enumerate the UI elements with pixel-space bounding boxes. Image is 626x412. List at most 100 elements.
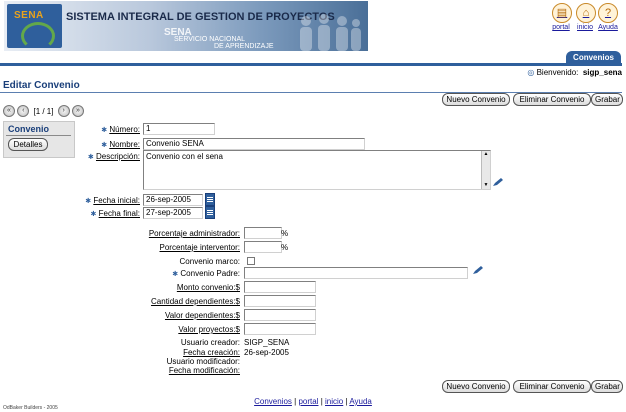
calendar-icon[interactable]	[205, 206, 215, 219]
fecha-creacion-label: Fecha creación:	[183, 348, 240, 357]
new-convenio-button[interactable]: Nuevo Convenio	[442, 93, 510, 106]
numero-label: ✱ Número:	[101, 125, 140, 134]
prev-record-icon[interactable]: ‹	[17, 105, 30, 117]
logo-figure-icon	[21, 22, 55, 50]
convenio-padre-input[interactable]	[244, 267, 468, 279]
descripcion-textarea[interactable]: Convenio con el sena ▲ ▼	[143, 150, 491, 190]
textarea-scrollbar[interactable]: ▲ ▼	[481, 151, 490, 189]
percent-unit: %	[281, 229, 289, 238]
sub-brand: SENA	[164, 27, 192, 38]
details-button[interactable]: Detalles	[8, 138, 48, 151]
porcentaje-admin-label: Porcentaje administrador:	[148, 229, 240, 238]
sub-line-1: SERVICIO NACIONAL	[174, 36, 246, 43]
sena-logo: SENA	[7, 4, 62, 50]
new-convenio-button-bottom[interactable]: Nuevo Convenio	[442, 380, 510, 393]
scroll-down-icon: ▼	[483, 182, 489, 188]
percent-unit: %	[281, 243, 289, 252]
next-record-icon[interactable]: ›	[57, 105, 70, 117]
calendar-icon[interactable]	[205, 193, 215, 206]
fecha-creacion-value: 26-sep-2005	[244, 348, 289, 357]
help-icon: ?	[598, 3, 618, 23]
welcome-label: Bienvenido:	[536, 68, 579, 77]
home-icon: ⌂	[576, 3, 596, 23]
sub-line-2: DE APRENDIZAJE	[214, 43, 274, 50]
header-banner: SENA SISTEMA INTEGRAL DE GESTION DE PROY…	[4, 1, 368, 51]
porcentaje-interv-label: Porcentaje interventor:	[159, 243, 241, 252]
convenio-padre-label: ✱ Convenio Padre:	[172, 269, 240, 278]
details-label: Detalles	[13, 140, 43, 149]
user-icon: ◎	[527, 68, 535, 77]
last-record-icon[interactable]: »	[71, 105, 84, 117]
edit-pencil-icon[interactable]	[492, 177, 504, 187]
valor-proyectos-input[interactable]	[244, 323, 316, 335]
nombre-input[interactable]: Convenio SENA	[143, 138, 365, 150]
fecha-final-input[interactable]: 27-sep-2005	[143, 207, 203, 219]
top-link-inicio[interactable]: ⌂ inicio	[576, 3, 596, 31]
footer-link-portal[interactable]: portal	[298, 397, 319, 406]
numero-input[interactable]: 1	[143, 123, 215, 135]
fecha-modificacion-label: Fecha modificación:	[168, 366, 240, 375]
cantidad-dependientes-input[interactable]	[244, 295, 316, 307]
cantidad-dependientes-label: Cantidad dependientes:$	[151, 297, 240, 306]
delete-convenio-button[interactable]: Eliminar Convenio	[513, 93, 591, 106]
save-label: Grabar	[595, 95, 620, 104]
usuario-modificador-label: Usuario modificador:	[166, 357, 240, 366]
usuario-creador-value: SIGP_SENA	[244, 338, 290, 347]
descripcion-label: ✱ Descripción:	[87, 152, 140, 161]
new-convenio-label: Nuevo Convenio	[446, 95, 506, 104]
fecha-final-label: ✱ Fecha final:	[90, 209, 140, 218]
fecha-inicial-label: ✱ Fecha inicial:	[85, 196, 140, 205]
username: sigp_sena	[582, 68, 622, 77]
convenio-marco-label: Convenio marco:	[179, 257, 240, 266]
scroll-up-icon: ▲	[483, 151, 489, 157]
top-link-ayuda[interactable]: ? Ayuda	[598, 3, 618, 31]
valor-dependientes-input[interactable]	[244, 309, 316, 321]
footer-credit: OdBaker Builders - 2005	[3, 405, 58, 411]
footer-separator: |	[294, 397, 297, 406]
side-divider	[6, 135, 71, 136]
first-record-icon[interactable]: «	[3, 105, 15, 117]
porcentaje-interv-input[interactable]	[244, 241, 282, 253]
record-navigator: « ‹ [1 / 1] › »	[3, 105, 84, 117]
save-button[interactable]: Grabar	[591, 93, 623, 106]
record-position: [1 / 1]	[33, 106, 54, 116]
delete-convenio-label: Eliminar Convenio	[519, 382, 585, 391]
footer-separator: |	[320, 397, 323, 406]
footer-links: Convenios | portal | inicio | Ayuda	[0, 397, 626, 406]
footer-separator: |	[345, 397, 348, 406]
nombre-label: ✱ Nombre:	[101, 140, 140, 149]
fecha-inicial-input[interactable]: 26-sep-2005	[143, 194, 203, 206]
app-title: SISTEMA INTEGRAL DE GESTION DE PROYECTOS	[66, 11, 335, 23]
top-link-label: portal	[552, 24, 570, 31]
footer-link-convenios[interactable]: Convenios	[254, 397, 292, 406]
tab-convenios[interactable]: Convenios	[566, 51, 621, 63]
footer-link-ayuda[interactable]: Ayuda	[349, 397, 372, 406]
edit-pencil-icon[interactable]	[472, 265, 484, 275]
top-link-portal[interactable]: ▤ portal	[552, 3, 572, 31]
side-panel: Convenio Detalles	[3, 121, 75, 158]
descripcion-value: Convenio con el sena	[146, 152, 223, 161]
monto-input[interactable]	[244, 281, 316, 293]
top-link-label: Ayuda	[598, 24, 618, 31]
logo-text: SENA	[14, 10, 44, 21]
new-convenio-label: Nuevo Convenio	[446, 382, 506, 391]
welcome-area: ◎ Bienvenido: sigp_sena	[527, 68, 622, 77]
top-link-label: inicio	[577, 24, 593, 31]
porcentaje-admin-input[interactable]	[244, 227, 282, 239]
delete-convenio-label: Eliminar Convenio	[519, 95, 585, 104]
save-button-bottom[interactable]: Grabar	[591, 380, 623, 393]
usuario-creador-label: Usuario creador:	[180, 338, 240, 347]
title-divider	[0, 92, 622, 93]
side-panel-title: Convenio	[8, 124, 50, 134]
people-silhouette-icon	[300, 14, 361, 51]
valor-proyectos-label: Valor proyectos:$	[178, 325, 240, 334]
page-title: Editar Convenio	[3, 80, 80, 91]
tab-bar-line	[0, 63, 622, 66]
monto-label: Monto convenio:$	[176, 283, 240, 292]
footer-link-inicio[interactable]: inicio	[325, 397, 344, 406]
save-label: Grabar	[595, 382, 620, 391]
book-icon: ▤	[552, 3, 572, 23]
delete-convenio-button-bottom[interactable]: Eliminar Convenio	[513, 380, 591, 393]
convenio-marco-checkbox[interactable]	[247, 257, 255, 265]
valor-dependientes-label: Valor dependientes:$	[164, 311, 240, 320]
